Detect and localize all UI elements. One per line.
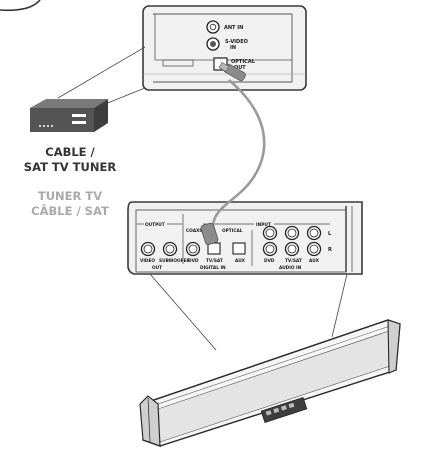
tuner-top: [30, 99, 108, 108]
audio-aux-r-inner: [309, 244, 319, 254]
audio-tvsat-l-inner: [287, 228, 297, 238]
panel-foot: [162, 59, 194, 67]
device-rear-panel: ANT IN S-VIDEO IN OPTICAL OUT: [142, 5, 307, 91]
soundbar-connector-4: [288, 402, 295, 409]
dvd-digital-label: DVD: [188, 258, 199, 264]
optical-plug-top-tip: [218, 61, 230, 73]
soundbar-connector-3: [280, 405, 287, 411]
subwoofer-out-jack-inner: [165, 244, 175, 254]
soundbar-top-inner-edge: [151, 325, 391, 407]
video-out-jack-inner: [143, 244, 153, 254]
tuner-front: [30, 108, 94, 132]
cable-path: [211, 79, 266, 243]
step-circle-fragment: [0, 0, 41, 12]
optical-aux-jack: [232, 242, 246, 255]
audio-dvd-l-inner: [265, 228, 275, 238]
soundbar-left-cap: [139, 395, 161, 447]
tvsat-digital-label: TV/SAT: [206, 258, 223, 264]
coaxial-label: COAXIAL: [186, 228, 207, 234]
optical-label: OPTICAL: [222, 228, 243, 234]
optical-out-label-line1: OPTICAL: [231, 59, 256, 65]
s-video-in-jack-core: [210, 41, 216, 47]
soundbar-rear-panel: OUTPUT VIDEO SUBWOOFER OUT INPUT COAXIAL…: [127, 201, 363, 275]
source-label-en-line1: CABLE /: [45, 145, 95, 159]
audio-aux-l-inner: [309, 228, 319, 238]
source-label-en-line2: SAT TV TUNER: [24, 160, 117, 174]
panel-chassis-edge: [154, 14, 292, 61]
digital-in-label: DIGITAL IN: [200, 265, 226, 271]
left-channel-label: L: [328, 231, 332, 237]
tvsat-audio-label: TV/SAT: [285, 258, 302, 264]
callout-line-upper: [57, 46, 146, 99]
soundbar-panel-frame: [127, 201, 363, 275]
tuner-display-bar-1: [72, 114, 86, 117]
audio-in-label: AUDIO IN: [279, 265, 302, 271]
panel-inner-frame: [153, 13, 293, 83]
s-video-label-line2: IN: [230, 45, 236, 51]
optical-plug-bottom: [200, 222, 219, 245]
tuner-led-1: [39, 125, 41, 127]
right-channel-label: R: [328, 247, 332, 253]
optical-out-label-line2: OUT: [234, 65, 246, 71]
source-label-fr-line2: CÂBLE / SAT: [31, 203, 109, 218]
soundbar: [139, 319, 401, 447]
audio-tvsat-r-inner: [287, 244, 297, 254]
callout-line-right: [331, 273, 348, 338]
soundbar-connector-1: [265, 410, 272, 416]
subwoofer-label: SUBWOOFER: [159, 258, 191, 264]
source-label-fr-line1: TUNER TV: [38, 189, 102, 203]
cable-sat-tuner-box: [30, 99, 108, 132]
audio-dvd-r-inner: [265, 244, 275, 254]
out-label: OUT: [152, 265, 162, 271]
tuner-led-4: [51, 125, 53, 127]
tuner-display-bar-2: [72, 121, 86, 124]
optical-cable: [200, 61, 266, 245]
aux-digital-label: AUX: [235, 258, 246, 264]
ant-in-label: ANT IN: [224, 25, 243, 31]
s-video-label-line1: S-VIDEO: [225, 39, 248, 45]
aux-audio-label: AUX: [309, 258, 320, 264]
video-label: VIDEO: [140, 258, 155, 264]
soundbar-back-face: [154, 329, 393, 443]
soundbar-left-cap-edge: [147, 397, 151, 443]
tuner-led-3: [47, 125, 49, 127]
soundbar-right-cap: [387, 319, 401, 374]
soundbar-connector-2: [273, 407, 280, 414]
panel-frame: [142, 5, 307, 91]
input-header: INPUT: [256, 222, 271, 228]
output-header: OUTPUT: [145, 222, 165, 228]
soundbar-top-edge: [147, 319, 389, 403]
tuner-led-2: [43, 125, 45, 127]
callout-line-left: [149, 273, 217, 351]
coaxial-dvd-jack-inner: [188, 244, 198, 254]
tuner-side: [94, 99, 108, 132]
ant-in-jack-core: [209, 23, 217, 31]
dvd-audio-label: DVD: [264, 258, 275, 264]
